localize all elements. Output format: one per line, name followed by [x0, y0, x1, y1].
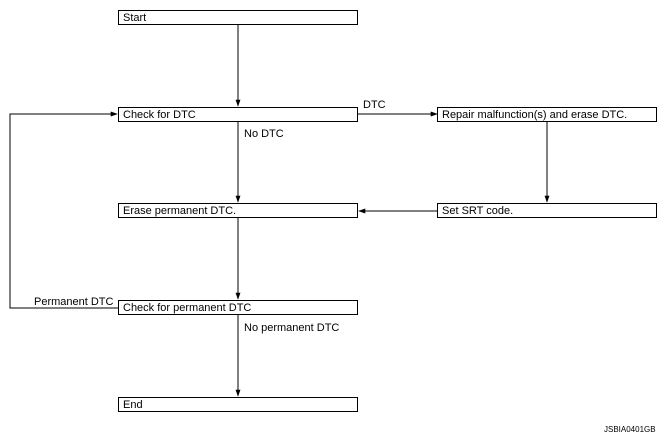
check-permanent-box: Check for permanent DTC	[118, 300, 358, 315]
check-dtc-label: Check for DTC	[123, 109, 196, 121]
repair-label: Repair malfunction(s) and erase DTC.	[442, 109, 628, 121]
set-srt-label: Set SRT code.	[442, 205, 514, 217]
start-label: Start	[123, 12, 147, 24]
start-box: Start	[118, 10, 358, 25]
erase-permanent-label: Erase permanent DTC.	[123, 205, 237, 217]
set-srt-box: Set SRT code.	[437, 203, 657, 218]
end-label: End	[123, 399, 143, 411]
check-permanent-label: Check for permanent DTC	[123, 302, 252, 314]
arrow-loop-back-to-check-dtc	[9, 111, 118, 309]
figure-id: JSBIA0401GB	[604, 425, 656, 434]
end-box: End	[118, 397, 358, 412]
check-dtc-box: Check for DTC	[118, 107, 358, 122]
repair-box: Repair malfunction(s) and erase DTC.	[437, 107, 657, 122]
edge-label-dtc: DTC	[363, 99, 386, 111]
erase-permanent-box: Erase permanent DTC.	[118, 203, 358, 218]
edge-label-no-dtc: No DTC	[244, 128, 284, 140]
edge-label-permanent-dtc: Permanent DTC	[34, 296, 114, 308]
edge-label-no-permanent-dtc: No permanent DTC	[244, 322, 340, 334]
